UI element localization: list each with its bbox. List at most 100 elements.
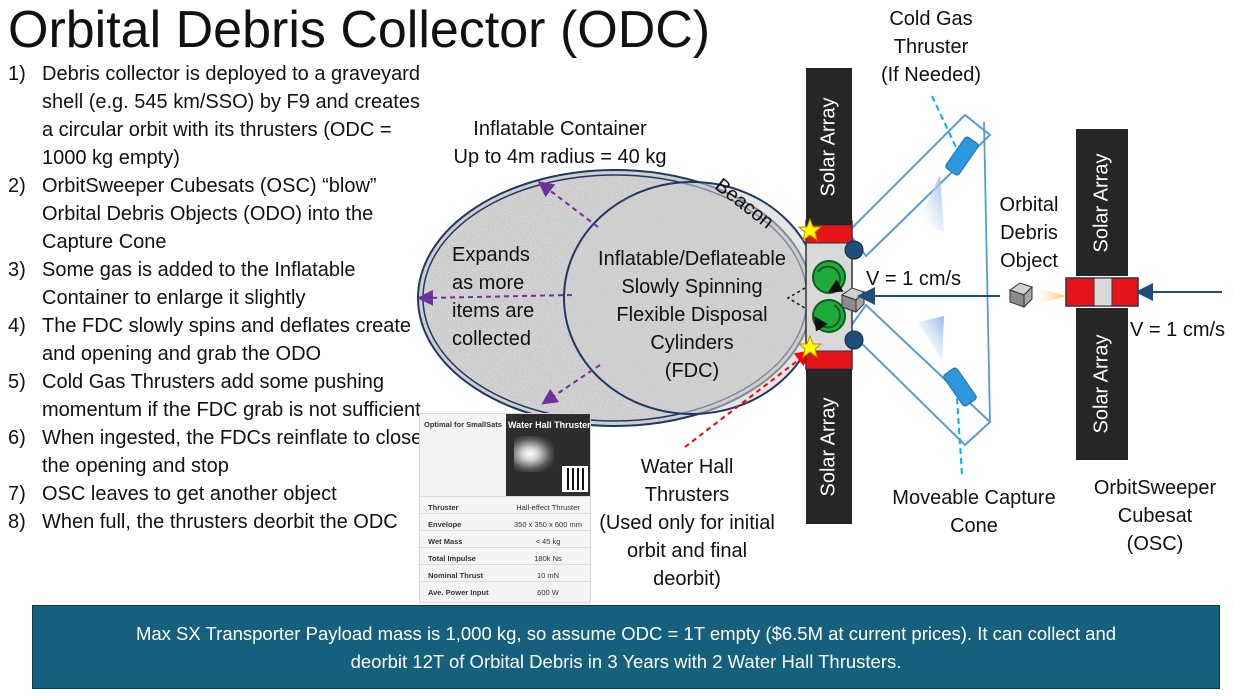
beacon-star-bottom	[797, 334, 823, 359]
cold-gas-thruster-label: Cold Gas Thruster (If Needed)	[856, 5, 1006, 89]
spec-row: Wet Mass < 45 kg	[420, 530, 590, 551]
cold-gas-thruster-top	[918, 136, 979, 232]
spec-key: Envelope	[428, 520, 462, 529]
spec-key: Total Impulse	[428, 554, 476, 563]
step-number: 8)	[8, 511, 26, 533]
footer-line: Max SX Transporter Payload mass is 1,000…	[135, 623, 1117, 644]
fdc-line: Cylinders	[650, 332, 734, 354]
spin-arrow	[817, 265, 844, 293]
solar-array-text: Solar Array	[817, 397, 840, 496]
osc-solar-array-top	[1076, 129, 1128, 276]
water-hall-line: deorbit)	[653, 568, 721, 590]
step-item: 8) When full, the thrusters deorbit the O…	[8, 508, 428, 536]
spec-value: 600 W	[537, 588, 559, 597]
capture-cone-callout	[956, 397, 963, 475]
collector-solar-array-top-label: Solar Array	[806, 68, 852, 225]
step-item: 2) OrbitSweeper Cubesats (OSC) “blow” Orb…	[8, 172, 428, 256]
osc-push-plume	[1032, 286, 1066, 306]
water-hall-callout	[684, 350, 812, 448]
solar-array-text: Solar Array	[1090, 334, 1113, 434]
step-number: 1)	[8, 63, 26, 85]
inflatable-container-size: Up to 4m radius = 40 kg	[453, 146, 667, 168]
step-text: Cold Gas Thrusters add some pushing mome…	[42, 371, 421, 421]
spec-value: 10 mN	[536, 571, 560, 580]
capture-cone-line: Moveable Capture	[892, 487, 1056, 509]
collector-solar-array-bottom	[806, 369, 852, 524]
step-number: 7)	[8, 483, 26, 505]
inflatable-container-title: Inflatable Container	[473, 118, 647, 140]
osc-line: (OSC)	[1126, 533, 1184, 555]
capture-cone	[846, 113, 992, 447]
spec-value: < 45 kg	[535, 537, 561, 546]
osc-solar-array-top-label: Solar Array	[1076, 129, 1128, 276]
spec-value: 350 x 350 x 600 mm	[514, 520, 582, 529]
spec-value: 180k Ns	[534, 554, 562, 563]
inflatable-container-label: Inflatable Container Up to 4m radius = 4…	[440, 115, 680, 171]
fdc-line: Slowly Spinning	[621, 276, 763, 298]
expands-line: as more	[452, 272, 525, 294]
step-text: Some gas is added to the Inflatable Cont…	[42, 259, 356, 309]
step-item: 6) When ingested, the FDCs reinflate to c…	[8, 424, 428, 480]
step-item: 4) The FDC slowly spins and deflates crea…	[8, 312, 428, 368]
spec-row: Thruster Hall-effect Thruster	[420, 496, 590, 517]
spec-row: Nominal Thrust 10 mN	[420, 564, 590, 585]
cold-gas-callout	[931, 95, 963, 161]
odo-line: Object	[1000, 250, 1058, 272]
step-item: 7) OSC leaves to get another object	[8, 480, 428, 508]
fdc-line: Flexible Disposal	[616, 304, 768, 326]
fdc-line: Inflatable/Deflateable	[598, 248, 786, 270]
step-text: OSC leaves to get another object	[42, 483, 337, 505]
orbital-debris-cube	[1008, 282, 1033, 309]
water-hall-thrusters-label: Water Hall Thrusters (Used only for init…	[582, 453, 792, 593]
water-hall-thruster-spec-card: Optimal for SmallSats Water Hall Thruste…	[419, 413, 591, 603]
osc-line: Cubesat	[1117, 505, 1193, 527]
capture-cone-line: Cone	[950, 515, 998, 537]
spin-arrow	[814, 304, 841, 332]
spec-key: Wet Mass	[428, 537, 463, 546]
expands-line: collected	[452, 328, 531, 350]
step-number: 2)	[8, 175, 26, 197]
cone-hinge-bottom	[844, 330, 864, 350]
osc-body	[1065, 277, 1139, 307]
expand-arrow	[541, 364, 601, 405]
step-text: When full, the thrusters deorbit the ODC	[42, 511, 398, 533]
cold-gas-line: (If Needed)	[880, 64, 982, 86]
ingest-arrow	[786, 287, 806, 309]
water-hall-line: (Used only for initial	[599, 512, 775, 534]
fdc-label: Inflatable/Deflateable Slowly Spinning F…	[576, 245, 808, 385]
step-text: When ingested, the FDCs reinflate to clo…	[42, 427, 423, 477]
solar-array-text: Solar Array	[1090, 153, 1113, 252]
step-text: OrbitSweeper Cubesats (OSC) “blow” Orbit…	[42, 175, 377, 253]
step-number: 3)	[8, 259, 26, 281]
beacon-star-top	[797, 217, 823, 242]
footer-line: deorbit 12T of Orbital Debris in 3 Years…	[350, 651, 902, 672]
step-item: 3) Some gas is added to the Inflatable Co…	[8, 256, 428, 312]
step-number: 6)	[8, 427, 26, 449]
thruster-glow	[514, 436, 554, 472]
spec-key: Thruster	[428, 503, 459, 512]
osc-velocity-label: V = 1 cm/s	[1130, 319, 1226, 341]
step-number: 5)	[8, 371, 26, 393]
expands-label: Expands as more items are collected	[452, 241, 562, 353]
cold-gas-thruster-bottom	[918, 316, 977, 407]
spec-key: Nominal Thrust	[428, 571, 484, 580]
step-text: The FDC slowly spins and deflates create…	[42, 315, 412, 365]
expand-arrow	[417, 289, 573, 306]
thruster-photo	[506, 414, 590, 496]
collector-solar-array-top	[806, 68, 852, 225]
spec-key: Ave. Power Input	[428, 588, 489, 597]
spec-row: Envelope 350 x 350 x 600 mm	[420, 513, 590, 534]
solar-array-text: Solar Array	[817, 97, 840, 196]
spec-value: Hall-effect Thruster	[516, 503, 580, 512]
water-hall-line: Thrusters	[644, 484, 730, 506]
odo-velocity-label: V = 1 cm/s	[866, 268, 962, 290]
step-number: 4)	[8, 315, 26, 337]
expands-line: Expands	[452, 244, 530, 266]
spec-row: Ave. Power Input 600 W	[420, 581, 590, 602]
water-hall-line: orbit and final	[626, 540, 748, 562]
footer-banner: Max SX Transporter Payload mass is 1,000…	[32, 605, 1220, 689]
expands-line: items are	[452, 300, 535, 322]
cold-gas-line: Thruster	[893, 36, 969, 58]
step-text: Debris collector is deployed to a gravey…	[42, 63, 420, 169]
